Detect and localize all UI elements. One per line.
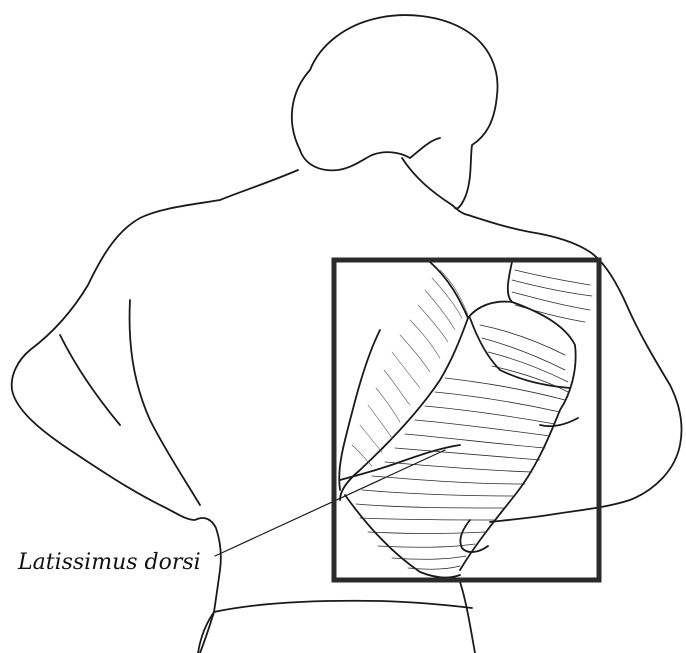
neck-outline [402,158,468,215]
waist-right-outline [460,582,475,653]
muscle-label: Latissimus dorsi [18,550,201,575]
left-inner-arm-line [130,300,200,505]
right-hand-outline [460,418,578,552]
hair-lower-outline [300,138,440,170]
latissimus-muscle-drawing [339,262,592,578]
left-elbow-line [60,335,120,425]
waistband-outline [214,601,472,612]
left-shoulder-arm-outline [12,170,298,653]
hair-outline [292,15,498,208]
label-leader-line [215,450,445,556]
